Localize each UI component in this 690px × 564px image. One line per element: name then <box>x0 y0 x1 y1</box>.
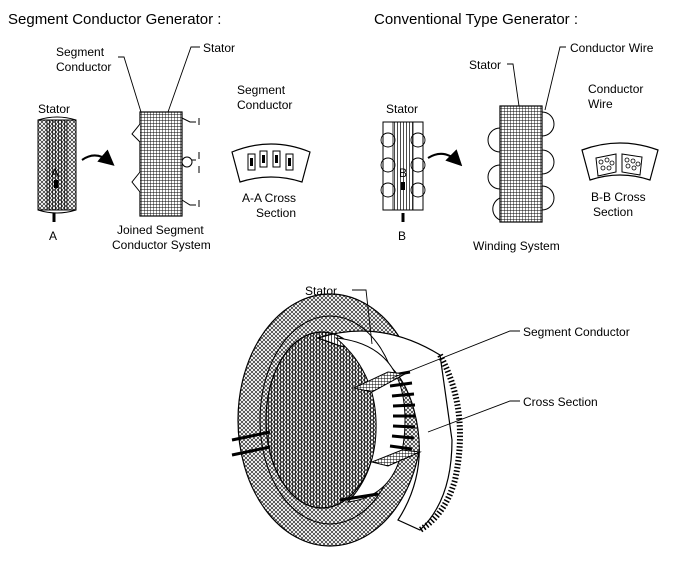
conventional-generator-title: Conventional Type Generator : <box>374 11 579 28</box>
segment-stator-top-label: Stator <box>203 41 236 55</box>
conventional-stator-top-label: Stator <box>469 58 502 72</box>
conventional-stator-label: Stator <box>386 102 419 116</box>
segment-joined-stator <box>131 111 200 217</box>
segment-cross-section <box>231 143 311 183</box>
section-marker-a <box>52 180 58 222</box>
transfer-arrow-left <box>81 149 115 166</box>
conventional-stator-bar <box>380 121 426 211</box>
conventional-cross-section-line2: Section <box>593 205 634 219</box>
segment-marker-letter-inner: A <box>51 166 60 180</box>
conventional-leader-lines <box>507 46 566 111</box>
conventional-conductor-wire-top: Conductor Wire <box>570 41 654 55</box>
segment-generator-title: Segment Conductor Generator : <box>8 11 222 28</box>
segment-cross-section-line1: A-A Cross <box>242 191 297 205</box>
segment-cross-label-line1: Segment <box>237 83 286 97</box>
segment-system-line1: Joined Segment <box>117 223 204 237</box>
conventional-conductor-wire-line2: Wire <box>588 97 613 111</box>
conventional-cross-section-line1: B-B Cross <box>591 190 646 204</box>
conventional-marker-letter-bottom: B <box>398 229 407 243</box>
bottom-leader-lines <box>352 289 520 433</box>
conventional-wound-stator <box>487 105 555 223</box>
segment-cross-section-line2: Section <box>256 206 297 220</box>
segment-marker-letter-bottom: A <box>49 229 58 243</box>
conventional-marker-letter-inner: B <box>399 166 408 180</box>
segment-leader-lines <box>118 46 200 113</box>
segment-conductor-label-line2: Conductor <box>56 60 112 74</box>
segment-system-line2: Conductor System <box>112 238 211 252</box>
bottom-stator-label: Stator <box>305 284 338 298</box>
bottom-cross-section-label: Cross Section <box>523 395 598 409</box>
segment-conductor-label-line1: Segment <box>56 45 105 59</box>
section-marker-b <box>401 182 405 222</box>
conventional-cross-section <box>581 142 659 181</box>
stator-ring-illustration <box>231 293 463 547</box>
segment-cross-label-line2: Conductor <box>237 98 293 112</box>
bottom-segment-conductor-label: Segment Conductor <box>523 325 630 339</box>
conventional-system-label: Winding System <box>473 239 560 253</box>
transfer-arrow-right <box>427 149 463 167</box>
conventional-conductor-wire-line1: Conductor <box>588 82 644 96</box>
segment-stator-label: Stator <box>38 102 71 116</box>
segment-stator-bar <box>37 116 77 214</box>
